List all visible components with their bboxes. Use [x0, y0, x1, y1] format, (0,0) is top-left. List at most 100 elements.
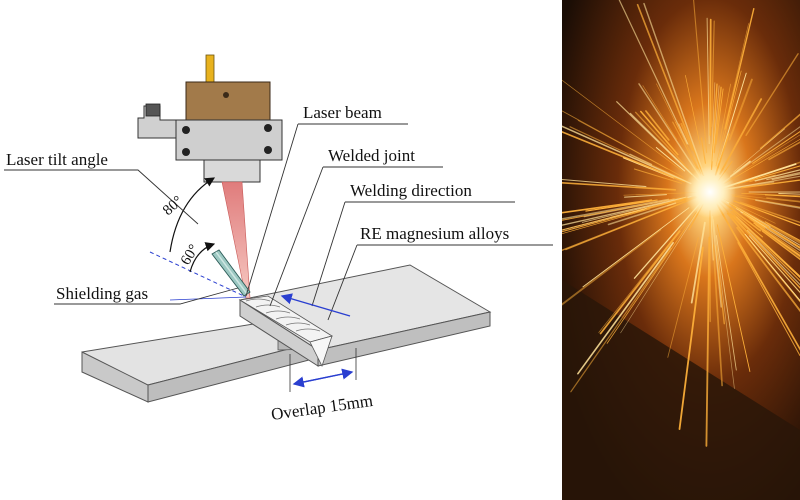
spark-streak — [746, 229, 800, 286]
spark-streak — [585, 199, 658, 212]
spark-streak — [599, 230, 681, 335]
spark-streak — [562, 196, 684, 221]
spark-streak — [645, 110, 670, 141]
spark-streak — [771, 173, 800, 181]
laser-beam-label: Laser beam — [303, 103, 382, 122]
spark-streak — [754, 169, 800, 182]
spark-streak — [562, 178, 647, 188]
spark-streak — [598, 218, 690, 333]
spark-streak — [729, 180, 775, 190]
spark-streak — [729, 160, 751, 178]
spark-streak — [562, 198, 670, 220]
spark-streak — [642, 85, 678, 140]
spark-streak — [680, 122, 694, 151]
spark-streak — [714, 199, 800, 351]
spark-streak — [724, 138, 800, 184]
re-magnesium-alloys-label: RE magnesium alloys — [360, 224, 509, 243]
spark-streak — [764, 194, 800, 198]
spark-streak — [729, 212, 800, 289]
spark-streak — [764, 221, 800, 241]
spark-streak — [737, 165, 800, 185]
spark-streak — [643, 2, 708, 183]
spark-streak — [733, 128, 785, 173]
spark-streak — [752, 130, 800, 164]
spark-streak — [733, 200, 800, 227]
spark-streak — [745, 53, 799, 136]
spark-streak — [562, 130, 686, 183]
spark-streak — [761, 230, 800, 261]
spark-streak — [715, 88, 724, 145]
welded-joint-label: Welded joint — [328, 146, 415, 165]
laser-beam-cone — [221, 181, 251, 299]
spark-streak — [693, 0, 708, 154]
spark-streak — [562, 125, 692, 185]
spark-streak — [711, 216, 722, 308]
spark-streak — [678, 123, 689, 145]
spark-streak — [712, 85, 720, 162]
spark-streak — [562, 196, 687, 226]
spark-streak — [737, 242, 800, 356]
spark-streak — [562, 110, 684, 178]
spark-streak — [607, 202, 677, 226]
spark-streak — [715, 245, 725, 325]
spark-streak — [710, 82, 716, 179]
spark-streak — [732, 210, 763, 238]
spark-streak — [634, 111, 689, 170]
spark-streak — [724, 8, 755, 130]
spark-streak — [636, 3, 705, 177]
spark-streak — [620, 205, 702, 334]
spark-streak — [722, 126, 800, 183]
spark-streak — [616, 101, 693, 175]
spark-streak — [755, 224, 800, 258]
spark-streak — [710, 211, 714, 261]
spark-streak — [577, 241, 674, 375]
spark-streak — [618, 0, 688, 145]
laser-welding-diagram: Laser tilt angle Laser beam Welded joint… — [4, 54, 553, 424]
spark-streak — [741, 179, 800, 189]
spark-streak — [562, 228, 662, 306]
spark-streak — [562, 208, 651, 235]
laser-head — [137, 54, 283, 183]
spark-streak — [638, 83, 703, 181]
spark-streak — [713, 86, 722, 154]
spark-streak — [672, 121, 698, 169]
spark-streaks — [562, 0, 800, 447]
arc-core — [684, 166, 736, 218]
spark-streak — [633, 202, 701, 279]
weld-bead — [238, 295, 333, 368]
spark-streak — [625, 197, 688, 215]
spark-streak — [745, 134, 800, 170]
spark-streak — [710, 83, 718, 171]
spark-streak — [728, 78, 753, 141]
spark-streak — [766, 222, 800, 242]
spark-streak — [656, 83, 682, 134]
spark-streak — [712, 244, 723, 387]
spark-streak — [713, 219, 735, 389]
spark-streak — [716, 224, 751, 372]
spark-streak — [719, 98, 763, 175]
spark-streak — [709, 18, 712, 136]
spark-streak — [739, 201, 800, 224]
spark-streak — [749, 174, 776, 183]
spark-streak — [730, 194, 800, 203]
spark-streak — [562, 79, 684, 172]
spark-streak — [706, 17, 710, 145]
spark-streak — [655, 147, 686, 172]
spark-streak — [678, 246, 704, 431]
spark-streak — [744, 233, 800, 302]
angle-guides — [149, 177, 247, 301]
spark-streak — [766, 197, 800, 203]
welding-direction-label: Welding direction — [350, 181, 472, 200]
spark-streak — [582, 207, 690, 288]
spark-streak — [741, 193, 800, 197]
spark-streak — [749, 235, 800, 293]
spark-streak — [722, 70, 742, 142]
spark-streak — [755, 199, 800, 209]
spark-streak — [766, 171, 800, 181]
spark-streak — [633, 168, 682, 184]
spark-streak — [730, 210, 800, 278]
spark-streak — [749, 218, 800, 255]
angle-80-label: 80° — [160, 193, 186, 219]
spark-streak — [667, 237, 699, 358]
